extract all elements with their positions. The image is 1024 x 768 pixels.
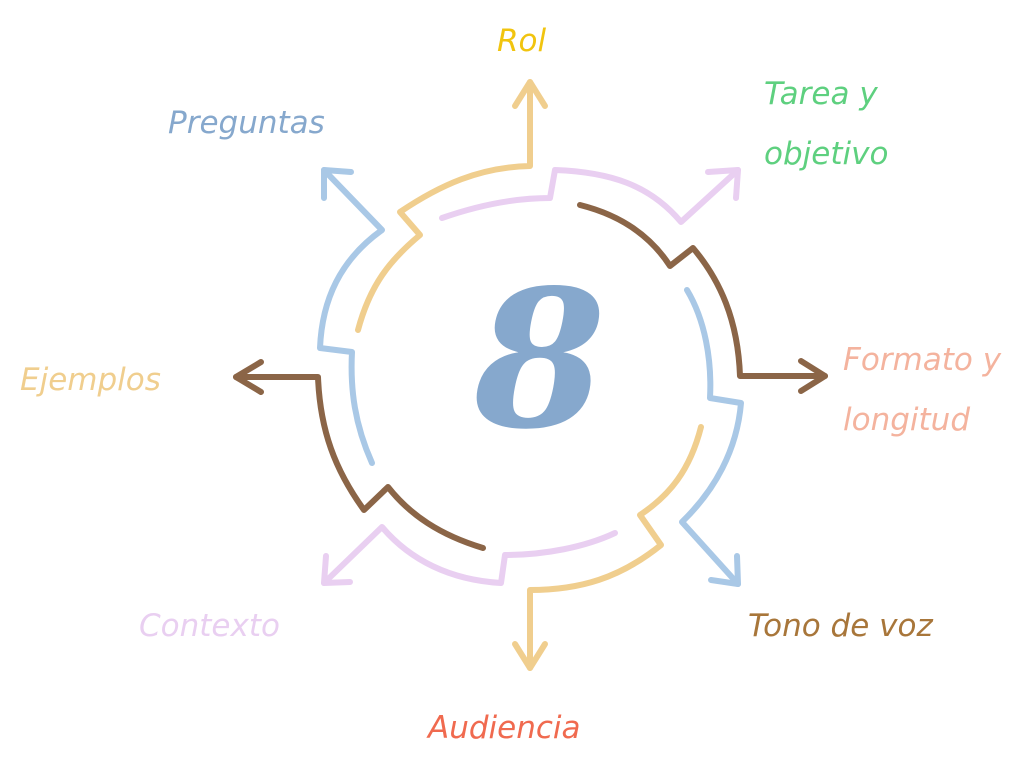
formato-arrowhead [798,358,828,394]
audiencia-arc [527,424,704,671]
tono-arrowhead [708,553,741,587]
label-rol: Rol [497,23,547,59]
contexto-arc [321,524,618,586]
label-audiencia: Audiencia [428,710,581,746]
label-formato-y-longitud: Formato y longitud [843,342,1002,438]
tarea-arrowhead [705,167,741,201]
label-tono-de-voz: Tono de voz [748,608,933,644]
contexto-arrowhead [321,553,353,586]
ejemplos-arrowhead [233,359,264,395]
center-number: 8 [473,248,607,471]
ejemplos-arc [233,374,486,551]
preguntas-arc [317,167,385,466]
tarea-arc [439,167,741,225]
label-ejemplos: Ejemplos [20,362,161,398]
preguntas-arrowhead [321,167,354,201]
label-tarea-y-objetivo: Tarea y objetivo [764,76,889,172]
label-contexto: Contexto [139,608,280,644]
rol-arrowhead [512,79,548,109]
label-preguntas: Preguntas [168,105,325,141]
rol-arc [355,79,533,333]
formato-arc [577,202,828,379]
tono-arc [679,287,744,587]
audiencia-arrowhead [512,641,548,671]
